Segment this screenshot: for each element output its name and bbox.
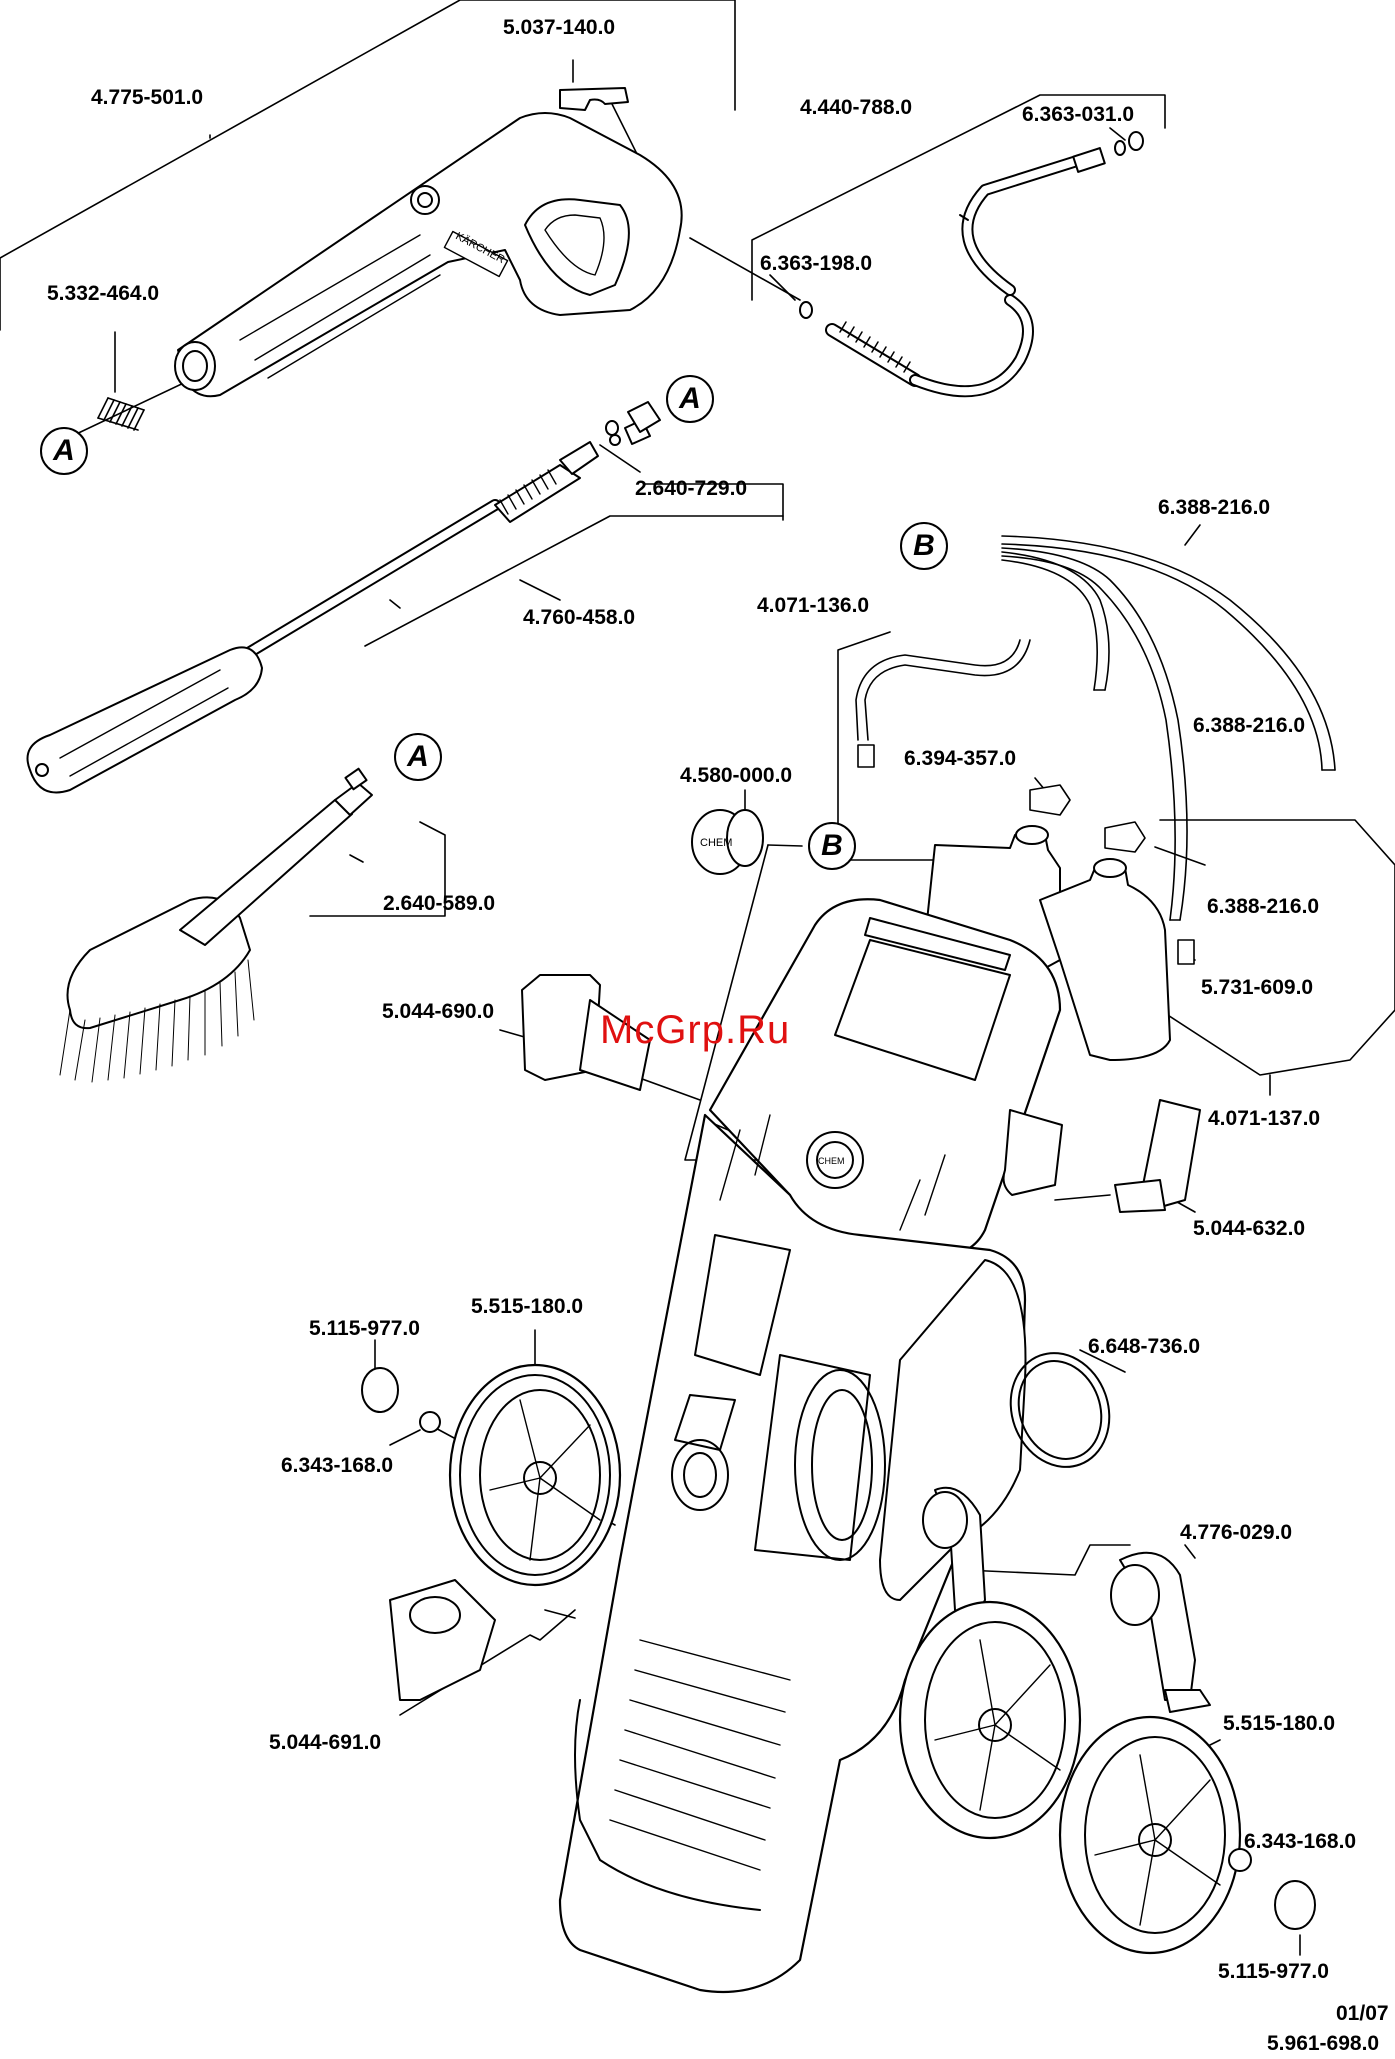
label-5-332-464: 5.332-464.0 bbox=[47, 282, 160, 305]
label-4-776-029: 4.776-029.0 bbox=[1180, 1521, 1293, 1544]
wash-brush bbox=[59, 767, 373, 1083]
wheel-right-rear bbox=[898, 1600, 1082, 1840]
hubcap-right bbox=[1228, 1848, 1316, 1930]
label-5-044-690: 5.044-690.0 bbox=[382, 1000, 495, 1023]
footer-doc-number: 5.961-698.0 bbox=[1267, 2032, 1380, 2055]
adapter bbox=[605, 401, 661, 436]
wheel-left bbox=[448, 1363, 622, 1587]
label-2-640-589: 2.640-589.0 bbox=[383, 892, 496, 915]
marker-b-knob: B bbox=[808, 822, 856, 870]
label-4-580-000: 4.580-000.0 bbox=[680, 764, 793, 787]
label-4-440-788: 4.440-788.0 bbox=[800, 96, 913, 119]
hp-hose bbox=[799, 131, 1144, 398]
leader-lines bbox=[0, 0, 1395, 1956]
label-5-731-609: 5.731-609.0 bbox=[1201, 976, 1314, 999]
label-5-515-180-right: 5.515-180.0 bbox=[1223, 1712, 1336, 1735]
label-6-388-216-bottom: 6.388-216.0 bbox=[1207, 895, 1320, 918]
accessory-holder-upper bbox=[521, 974, 651, 1091]
machine-body: CHEM bbox=[558, 898, 1062, 1994]
marker-a-brush: A bbox=[394, 733, 442, 781]
trigger-gun: KÄRCHER bbox=[174, 87, 683, 398]
label-5-037-140: 5.037-140.0 bbox=[503, 16, 616, 39]
spray-lance bbox=[26, 419, 651, 794]
label-6-394-357: 6.394-357.0 bbox=[904, 747, 1017, 770]
label-5-115-977-left: 5.115-977.0 bbox=[309, 1317, 420, 1340]
bottle-holder bbox=[1002, 1099, 1201, 1213]
detergent-tubes bbox=[855, 535, 1336, 965]
label-6-388-216-middle: 6.388-216.0 bbox=[1193, 714, 1306, 737]
accessory-holder-lower bbox=[389, 1579, 496, 1701]
label-4-760-458: 4.760-458.0 bbox=[523, 606, 636, 629]
marker-a-adapter: A bbox=[666, 375, 714, 423]
label-4-775-501: 4.775-501.0 bbox=[91, 86, 204, 109]
label-2-640-729: 2.640-729.0 bbox=[635, 477, 748, 500]
hose-ring bbox=[1009, 1352, 1111, 1468]
chem-knob: CHEM bbox=[691, 809, 764, 875]
label-6-363-031: 6.363-031.0 bbox=[1022, 103, 1135, 126]
label-6-363-198: 6.363-198.0 bbox=[760, 252, 873, 275]
chem-knob-text: CHEM bbox=[700, 837, 732, 849]
marker-a-spring: A bbox=[40, 427, 88, 475]
watermark-text: McGrp.Ru bbox=[600, 1008, 791, 1052]
label-5-115-977-right: 5.115-977.0 bbox=[1218, 1960, 1329, 1983]
label-5-044-632: 5.044-632.0 bbox=[1193, 1217, 1306, 1240]
wheel-right-front bbox=[1058, 1715, 1242, 1955]
spring bbox=[97, 397, 145, 431]
dial-chem-text: CHEM bbox=[818, 1156, 845, 1166]
label-6-648-736: 6.648-736.0 bbox=[1088, 1335, 1201, 1358]
hubcap-left bbox=[361, 1367, 441, 1433]
label-6-343-168-right: 6.343-168.0 bbox=[1244, 1830, 1357, 1853]
label-6-343-168-left: 6.343-168.0 bbox=[281, 1454, 394, 1477]
label-6-388-216-top: 6.388-216.0 bbox=[1158, 496, 1271, 519]
label-5-044-691: 5.044-691.0 bbox=[269, 1731, 382, 1754]
marker-b-tubes: B bbox=[900, 522, 948, 570]
reel-crank bbox=[922, 1486, 1211, 1713]
label-5-515-180-left: 5.515-180.0 bbox=[471, 1295, 584, 1318]
label-4-071-137: 4.071-137.0 bbox=[1208, 1107, 1321, 1130]
footer-date: 01/07 bbox=[1336, 2002, 1389, 2025]
label-4-071-136: 4.071-136.0 bbox=[757, 594, 870, 617]
